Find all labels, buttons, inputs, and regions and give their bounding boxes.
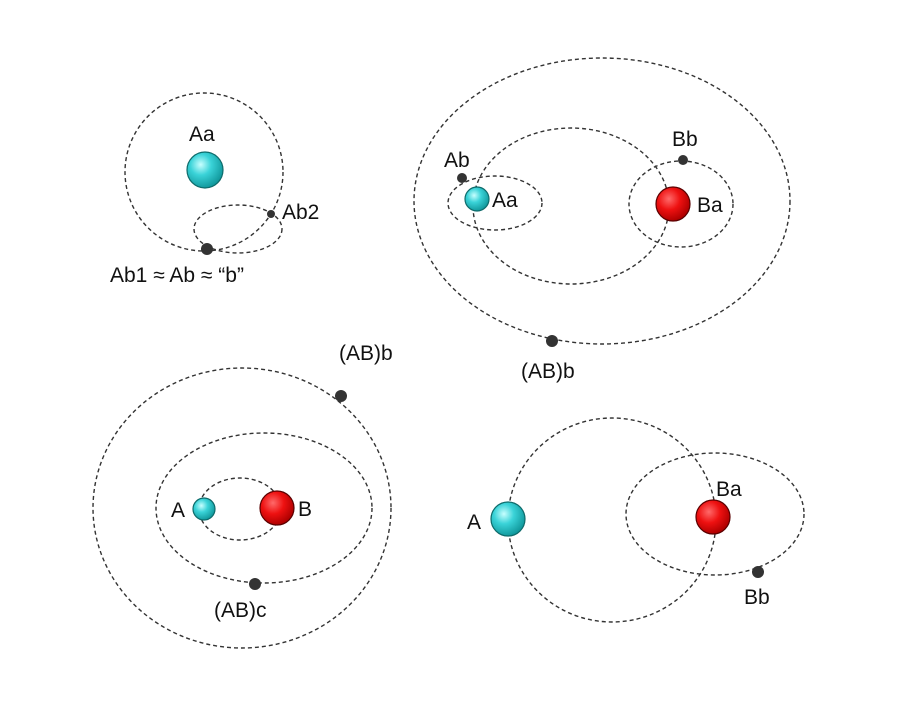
label-star-a: A xyxy=(171,499,185,522)
label-star-ba: Ba xyxy=(716,478,742,501)
label-star-aa: Aa xyxy=(189,123,215,146)
orbit-aa xyxy=(447,175,543,231)
star-ba xyxy=(695,499,731,535)
orbit-outer xyxy=(413,57,791,345)
companion-ab-outer xyxy=(546,335,558,347)
star-aa xyxy=(464,186,490,212)
star-a xyxy=(192,497,216,521)
companion-ab1 xyxy=(201,243,213,255)
panel-single-star: Aa Ab2 Ab1 ≈ Ab ≈ “b” xyxy=(110,92,319,287)
label-star-a: A xyxy=(467,511,481,534)
companion-bb xyxy=(678,155,688,165)
label-ab: Ab xyxy=(444,149,470,172)
orbit-a-b xyxy=(507,417,717,623)
companion-bb xyxy=(752,566,764,578)
label-ab-c: (AB)c xyxy=(214,599,267,622)
star-aa xyxy=(186,151,224,189)
label-ab2: Ab2 xyxy=(282,201,319,224)
orbit-inner xyxy=(193,204,283,254)
companion-ab2 xyxy=(267,210,275,218)
companion-ab-c xyxy=(249,578,261,590)
star-a xyxy=(490,501,526,537)
panel-hierarchical-binary: A Ba Bb xyxy=(467,417,805,623)
label-bb: Bb xyxy=(744,586,770,609)
star-ba xyxy=(655,186,691,222)
label-star-b: B xyxy=(298,498,312,521)
orbit-ba xyxy=(628,160,734,248)
orbit-outer xyxy=(92,367,392,649)
orbit-middle xyxy=(155,432,373,584)
star-b xyxy=(259,490,295,526)
label-star-aa: Aa xyxy=(492,189,518,212)
label-ab-outer: (AB)b xyxy=(521,360,575,383)
panel-binary-with-companions: Aa Ab Ba Bb (AB)b xyxy=(413,57,791,383)
label-ab1: Ab1 ≈ Ab ≈ “b” xyxy=(110,264,244,287)
panel-circumbinary: A B (AB)b (AB)c xyxy=(92,342,393,649)
orbit-ba xyxy=(625,452,805,576)
orbit-outer xyxy=(124,92,284,252)
companion-ab xyxy=(457,173,467,183)
companion-ab-b xyxy=(335,390,347,402)
label-star-ba: Ba xyxy=(697,194,723,217)
label-bb: Bb xyxy=(672,128,698,151)
label-ab-b: (AB)b xyxy=(339,342,393,365)
